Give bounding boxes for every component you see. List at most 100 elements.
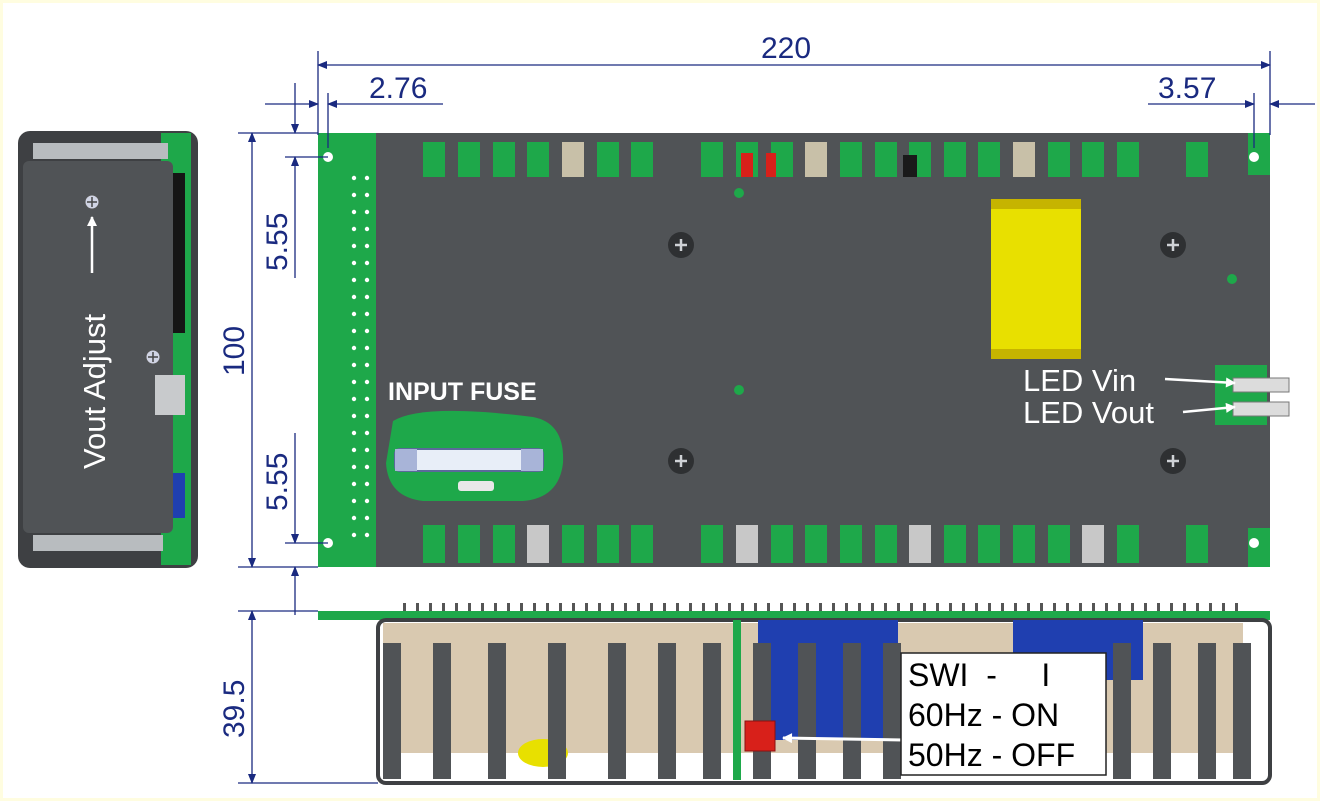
red-component — [741, 153, 753, 177]
side-bottom-strip — [33, 535, 163, 551]
component-pin — [1079, 603, 1082, 611]
pin — [351, 498, 357, 504]
vent-slot — [736, 525, 758, 563]
vent-slot — [631, 142, 653, 177]
component-pin — [754, 603, 757, 611]
dim-width: 100 — [218, 326, 251, 376]
component-pin — [1053, 603, 1056, 611]
component-pin — [416, 603, 419, 611]
component-pin — [1118, 603, 1121, 611]
vent-slot — [1048, 142, 1070, 177]
vent-slot — [423, 142, 445, 177]
component-pin — [897, 603, 900, 611]
front-pcb-board — [318, 611, 1270, 620]
technical-drawing: Vout Adjust INPUT FUSE LED Vin LE — [18, 32, 1315, 785]
dim-left-offset: 2.76 — [369, 72, 427, 105]
chassis-bar — [843, 643, 861, 779]
component-pin — [520, 603, 523, 611]
component-pin — [429, 603, 432, 611]
component-pin — [611, 603, 614, 611]
pin — [351, 209, 357, 215]
component-pin — [494, 603, 497, 611]
vent-slot — [805, 142, 827, 177]
pin — [351, 328, 357, 334]
component-pin — [624, 603, 627, 611]
vent-slot — [423, 525, 445, 563]
red-component-2 — [766, 153, 776, 177]
component-pin — [1105, 603, 1108, 611]
vent-slot — [527, 142, 549, 177]
component-pin — [728, 603, 731, 611]
dim-length: 220 — [761, 32, 811, 65]
side-top-strip — [33, 143, 168, 159]
side-switch-block — [155, 375, 185, 415]
chassis-screws — [668, 232, 1186, 474]
capacitor-cap-bottom — [991, 349, 1081, 359]
component-pin — [468, 603, 471, 611]
vent-slot — [597, 525, 619, 563]
component-pin — [767, 603, 770, 611]
pin — [351, 532, 357, 538]
pin — [364, 175, 370, 181]
component-pin — [910, 603, 913, 611]
pin — [364, 345, 370, 351]
vent-slot — [1186, 525, 1208, 563]
pin — [351, 396, 357, 402]
front-component-pins — [403, 603, 1238, 611]
component-pin — [1196, 603, 1199, 611]
component-pin — [988, 603, 991, 611]
switch-info-line2: 60Hz - ON — [908, 697, 1059, 733]
vent-slot — [493, 142, 515, 177]
component-pin — [741, 603, 744, 611]
component-pin — [884, 603, 887, 611]
component-pin — [559, 603, 562, 611]
chassis-bar — [548, 643, 566, 779]
pin — [364, 209, 370, 215]
pin — [364, 379, 370, 385]
vent-slot — [875, 142, 897, 177]
pin — [351, 175, 357, 181]
pin — [364, 311, 370, 317]
vent-slot — [1117, 525, 1139, 563]
component-pin — [533, 603, 536, 611]
led-dot — [734, 188, 744, 198]
component-pin — [650, 603, 653, 611]
component-pin — [1235, 603, 1238, 611]
pin — [364, 430, 370, 436]
pin — [364, 532, 370, 538]
chassis-bar — [883, 643, 901, 779]
pin — [351, 243, 357, 249]
side-chassis-face — [23, 161, 173, 533]
pin — [364, 464, 370, 470]
input-fuse-icon — [394, 448, 544, 472]
component-pin — [1157, 603, 1160, 611]
led-vin-arrow — [1164, 377, 1236, 388]
led-vout-arrow — [1182, 402, 1236, 414]
pin — [351, 311, 357, 317]
vent-slot — [631, 525, 653, 563]
pin — [351, 294, 357, 300]
dimensions — [238, 51, 1315, 784]
pin — [351, 430, 357, 436]
pin — [364, 515, 370, 521]
vent-slot — [493, 525, 515, 563]
side-view: Vout Adjust — [18, 131, 198, 568]
vent-slot — [562, 525, 584, 563]
top-view: INPUT FUSE LED Vin LED Vout — [318, 133, 1290, 567]
fuse-cap-right — [521, 449, 543, 471]
dim-top-hole: 5.55 — [261, 213, 294, 271]
vent-slot — [458, 142, 480, 177]
chassis-bar — [658, 643, 676, 779]
chassis-bar — [1153, 643, 1171, 779]
vent-slot — [944, 142, 966, 177]
vent-slot — [701, 142, 723, 177]
vent-slot — [1013, 525, 1035, 563]
component-pin — [689, 603, 692, 611]
vent-slot — [1048, 525, 1070, 563]
vent-slot — [597, 142, 619, 177]
chassis-bar — [488, 643, 506, 779]
component-pin — [1040, 603, 1043, 611]
front-chassis-bars — [383, 643, 1251, 779]
component-pin — [1027, 603, 1030, 611]
pin — [351, 413, 357, 419]
